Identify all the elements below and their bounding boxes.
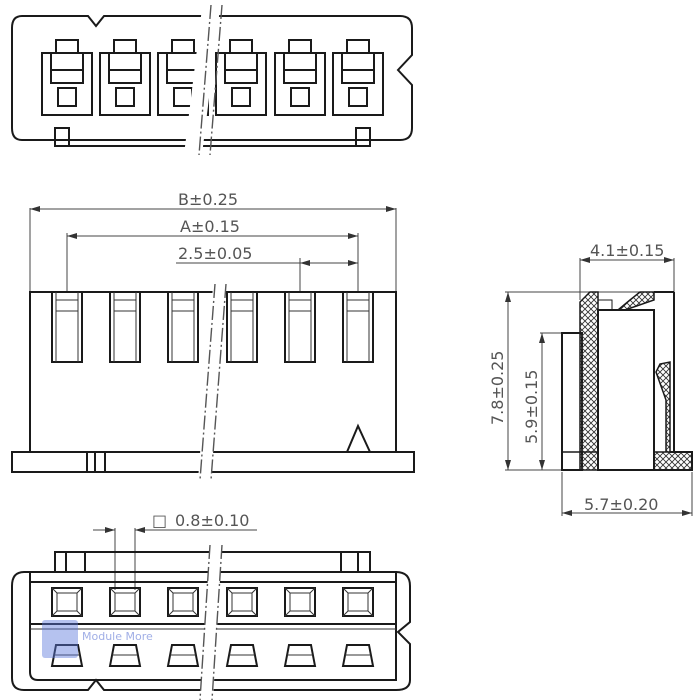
dim-pitch: 2.5±0.05 (178, 244, 252, 263)
dim-overall-length: B±0.25 (178, 190, 238, 209)
dim-inner-height: 5.9±0.15 (522, 370, 541, 444)
dim-overall-height: 7.8±0.25 (488, 351, 507, 425)
front-view (11, 206, 415, 481)
side-section-view (505, 257, 693, 516)
watermark-text: Module More (82, 630, 153, 643)
dimension-labels: B±0.25 A±0.15 2.5±0.05 4.1±0.15 5.7±0.20… (152, 190, 664, 530)
dim-pin-hole-symbol: □ (152, 511, 167, 530)
dim-base-width: 5.7±0.20 (584, 495, 658, 514)
dim-pin-span: A±0.15 (180, 217, 240, 236)
dim-pin-hole: 0.8±0.10 (175, 511, 249, 530)
top-pin-cavities (41, 39, 384, 116)
front-pin-slots (51, 291, 374, 363)
dim-depth: 4.1±0.15 (590, 241, 664, 260)
top-view (11, 4, 413, 156)
bottom-pin-holes (50, 587, 375, 667)
chip-icon (42, 620, 78, 658)
watermark: Module More (42, 620, 153, 660)
bottom-view (11, 527, 411, 700)
